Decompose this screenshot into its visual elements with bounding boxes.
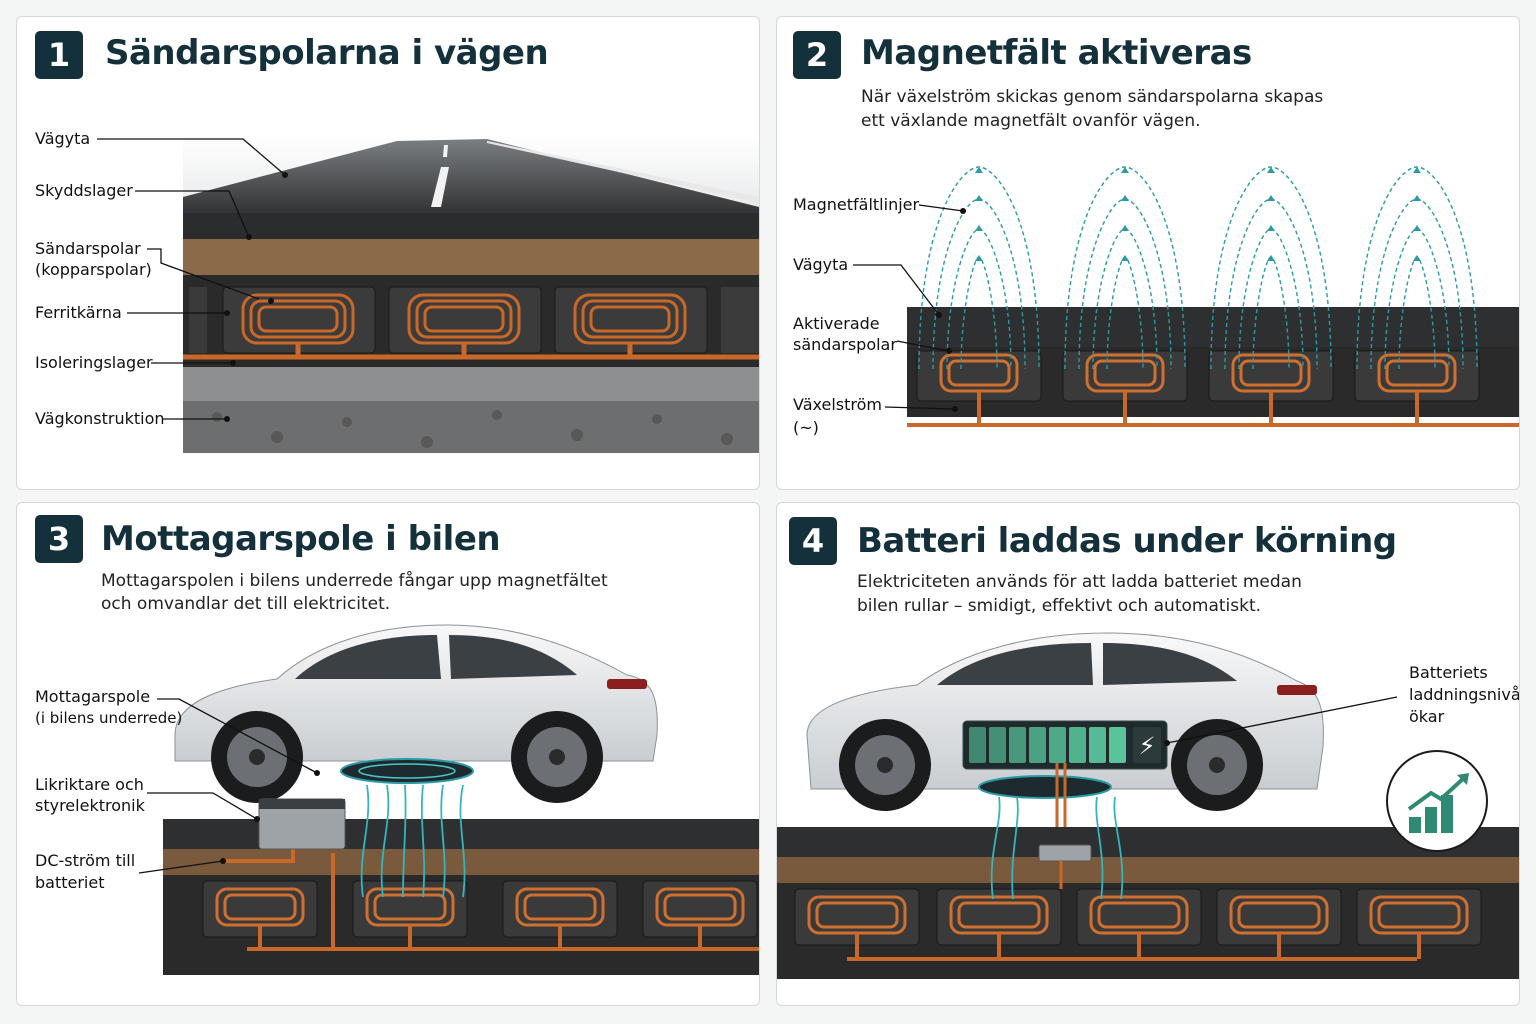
magnetic-field-illustration bbox=[853, 166, 1519, 427]
field-arrow bbox=[1121, 167, 1129, 173]
label-insulation-layer: Isoleringslager bbox=[35, 353, 153, 372]
label-activated-coils: Aktiverade bbox=[793, 314, 880, 333]
label-alternating-current-symbol: (~) bbox=[793, 418, 819, 437]
magnetic-field-lines bbox=[918, 166, 1478, 370]
bar-chart-arrow-icon bbox=[1386, 750, 1488, 852]
electric-car bbox=[806, 632, 1324, 811]
label-receiver-coil: Mottagarspole bbox=[35, 687, 151, 706]
battery-cell bbox=[1029, 727, 1046, 763]
battery-cell bbox=[1109, 727, 1126, 763]
field-arrow bbox=[1267, 167, 1275, 173]
battery-cell bbox=[969, 727, 986, 763]
panel-battery-charging: ⚡ bbox=[776, 502, 1520, 1006]
field-arrow bbox=[1121, 195, 1129, 201]
label-dc-current-sub: batteriet bbox=[35, 873, 105, 892]
panel-description-line-1: Mottagarspolen i bilens underrede fångar… bbox=[101, 571, 608, 591]
panel-receiver-coil: 3 Mottagarspole i bilen Mottagarspolen i… bbox=[16, 502, 760, 1006]
label-field-lines: Magnetfältlinjer bbox=[793, 195, 920, 214]
protective-layer bbox=[183, 239, 759, 275]
field-arrow bbox=[975, 225, 983, 231]
transmitter-coils bbox=[794, 888, 1482, 946]
panel-description-line-2: bilen rullar – smidigt, effektivt och au… bbox=[857, 596, 1262, 616]
label-road-surface: Vägyta bbox=[793, 255, 849, 274]
field-arrow bbox=[975, 195, 983, 201]
panel-description-line-2: och omvandlar det till elektricitet. bbox=[101, 594, 391, 614]
rectifier-box bbox=[1038, 844, 1092, 862]
label-road-construction: Vägkonstruktion bbox=[35, 409, 165, 428]
label-battery-level-sub: laddningsnivå bbox=[1409, 685, 1520, 704]
lightning-icon: ⚡ bbox=[1139, 732, 1156, 760]
panel-title: Batteri laddas under körning bbox=[857, 521, 1397, 561]
label-ferrite-core: Ferritkärna bbox=[35, 303, 122, 322]
label-transmitter-coils: Sändarspolar bbox=[35, 239, 141, 258]
field-arrow bbox=[1413, 167, 1421, 173]
battery-pack bbox=[962, 720, 1168, 770]
battery-cell bbox=[1009, 727, 1026, 763]
magnetic-field-lines bbox=[360, 784, 466, 898]
panel-title: Sändarspolarna i vägen bbox=[105, 33, 549, 73]
electric-car bbox=[174, 624, 658, 803]
field-arrow bbox=[1267, 195, 1275, 201]
road-construction bbox=[183, 401, 759, 453]
magnetic-field-lines bbox=[990, 796, 1124, 900]
panel-road-coils: 1 Sändarspolarna i vägen Vägyta Skyddsla… bbox=[16, 16, 760, 490]
field-arrow bbox=[1413, 255, 1421, 261]
step-number-badge: 4 bbox=[789, 517, 837, 565]
field-arrow bbox=[1413, 225, 1421, 231]
panel-description-line-1: Elektriciteten används för att ladda bat… bbox=[857, 572, 1302, 592]
activated-transmitter-coils bbox=[916, 350, 1480, 402]
label-dc-current: DC-ström till bbox=[35, 851, 136, 870]
field-arrow bbox=[1267, 225, 1275, 231]
panel-title: Mottagarspole i bilen bbox=[101, 519, 501, 559]
step-number-badge: 1 bbox=[35, 31, 83, 79]
road-surface bbox=[183, 139, 759, 215]
step-number-badge: 3 bbox=[35, 515, 83, 563]
field-arrow bbox=[975, 167, 983, 173]
battery-cell bbox=[1089, 727, 1106, 763]
label-activated-coils-sub: sändarspolar bbox=[793, 335, 897, 354]
battery-cell bbox=[989, 727, 1006, 763]
receiver-coil bbox=[340, 758, 474, 784]
battery-cell bbox=[1069, 727, 1086, 763]
label-rectifier: Likriktare och bbox=[35, 775, 144, 794]
field-arrow bbox=[1121, 225, 1129, 231]
label-transmitter-coils-sub: (kopparspolar) bbox=[35, 260, 152, 279]
battery-charging-illustration: ⚡ bbox=[777, 632, 1519, 979]
label-receiver-coil-sub: (i bilens underrede) bbox=[35, 709, 183, 727]
insulation-layer bbox=[183, 367, 759, 401]
panel-description-line-1: När växelström skickas genom sändarspola… bbox=[861, 87, 1324, 107]
road-surface bbox=[907, 307, 1519, 347]
step-number-badge: 2 bbox=[793, 31, 841, 79]
field-arrow bbox=[1413, 195, 1421, 201]
panel-magnetic-field: 2 Magnetfält aktiveras När växelström sk… bbox=[776, 16, 1520, 490]
label-road-surface: Vägyta bbox=[35, 129, 91, 148]
label-battery-level-end: ökar bbox=[1409, 707, 1445, 726]
label-protective-layer: Skyddslager bbox=[35, 181, 133, 200]
transmitter-coils bbox=[202, 880, 758, 938]
field-arrow bbox=[975, 255, 983, 261]
road-cross-section-illustration bbox=[97, 135, 759, 453]
battery-cell bbox=[1049, 727, 1066, 763]
label-battery-level: Batteriets bbox=[1409, 663, 1488, 682]
panel-title: Magnetfält aktiveras bbox=[861, 33, 1252, 73]
car-receiver-illustration bbox=[138, 624, 759, 975]
field-arrow bbox=[1121, 255, 1129, 261]
field-arrow bbox=[1267, 255, 1275, 261]
panel-description-line-2: ett växlande magnetfält ovanför vägen. bbox=[861, 111, 1201, 131]
label-rectifier-sub: styrelektronik bbox=[35, 796, 145, 815]
label-alternating-current: Växelström bbox=[793, 395, 882, 414]
transmitter-coils bbox=[189, 286, 759, 354]
receiver-coil bbox=[978, 775, 1112, 799]
